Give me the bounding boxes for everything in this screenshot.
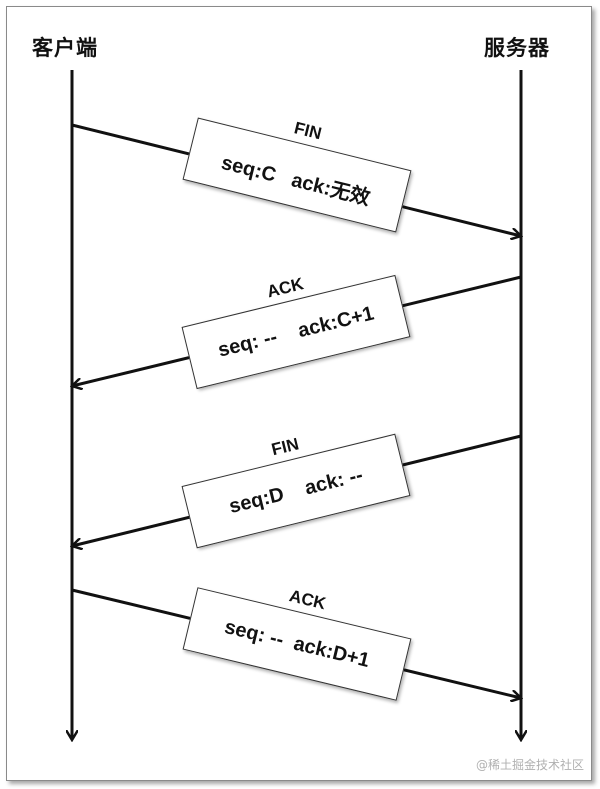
message-detail: seq:D ack: --	[226, 464, 365, 518]
watermark: @稀土掘金技术社区	[475, 758, 584, 772]
message-detail: seq: -- ack:D+1	[222, 615, 372, 673]
server-label: 服务器	[484, 35, 550, 60]
client-label: 客户端	[32, 35, 98, 60]
